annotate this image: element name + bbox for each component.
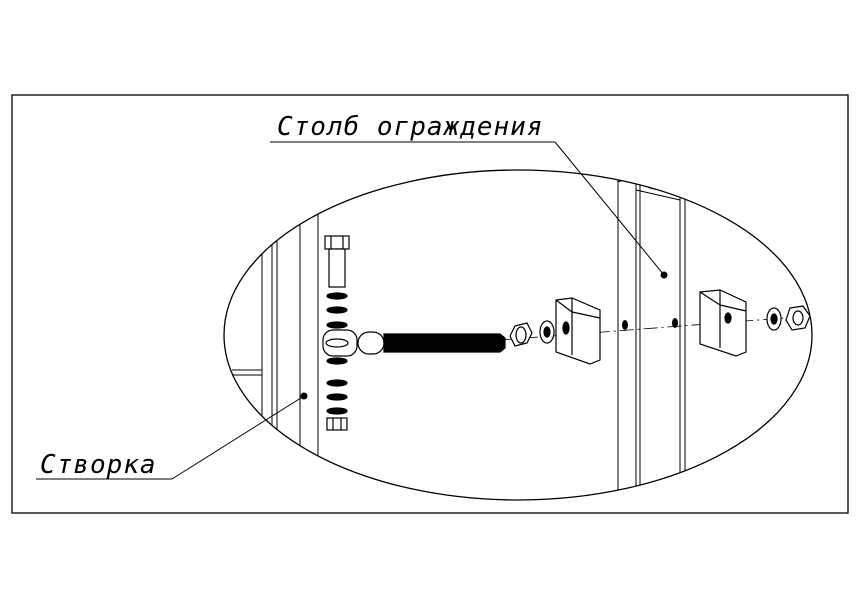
sash-label: Створка: [40, 450, 157, 480]
sash-frame: [232, 195, 319, 480]
post-hole-front: [622, 320, 628, 330]
end-washer-and-nut: [766, 305, 811, 331]
post-hole-back: [672, 318, 678, 328]
leader-post: [270, 141, 668, 279]
detail-view-ellipse: [223, 169, 813, 501]
drawing-frame: [11, 94, 849, 514]
fence-post: [617, 175, 686, 495]
threaded-rod: [357, 331, 506, 355]
u-clamp-plate-right: [699, 289, 747, 357]
hinge-bolt-stack: [322, 235, 358, 431]
rod-nut-and-washer: [509, 320, 555, 347]
detail-content: [232, 175, 811, 495]
leader-sash: [36, 392, 308, 480]
fence-post-label: Столб ограждения: [277, 112, 544, 142]
u-clamp-plate-left: [555, 297, 601, 365]
